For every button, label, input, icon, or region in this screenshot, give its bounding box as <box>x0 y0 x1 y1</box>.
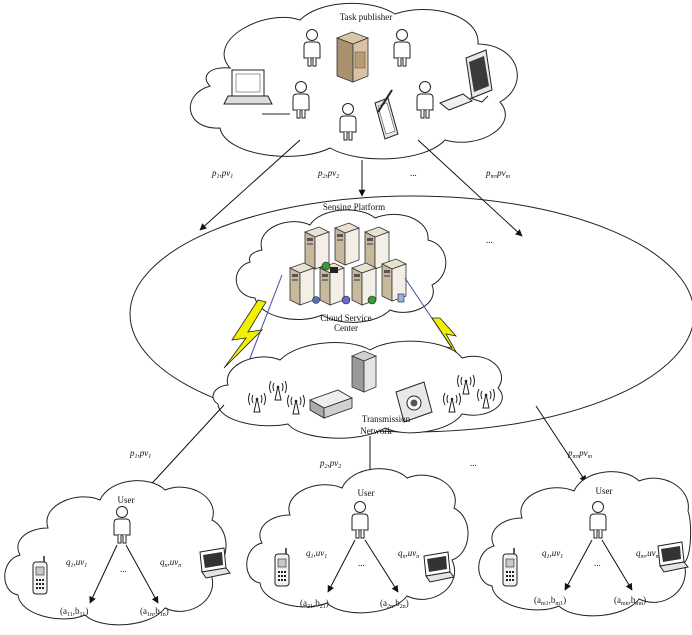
user-label: User <box>118 495 135 505</box>
user-group-2 <box>246 468 469 614</box>
edge-arrow <box>125 544 159 604</box>
edge-label-p2-pv2: p2,pv2 <box>319 458 341 470</box>
edge-label-q-uv: qn,uvn <box>160 557 181 569</box>
phone-icon <box>502 547 518 587</box>
edge-label-q-uv: q1,uv1 <box>306 548 327 560</box>
edge-ellipsis: ... <box>358 558 365 568</box>
edge-arrow <box>564 539 593 591</box>
cloud-service-center-label-line1: Cloud Service <box>320 313 371 323</box>
laptop-icon <box>223 69 290 115</box>
task-publisher-title: Task publisher <box>340 12 393 22</box>
transmission-network-label-line1: Transmission <box>362 414 411 424</box>
edge-label-q-uv: qn,uvn <box>398 548 419 560</box>
edge-ellipsis: ... <box>470 458 477 468</box>
edge-ellipsis: ... <box>410 168 417 178</box>
edge-ellipsis: ... <box>120 564 127 574</box>
user-label: User <box>358 488 375 498</box>
phone-icon <box>274 547 290 587</box>
user-group-1 <box>4 480 227 626</box>
server-icon <box>350 350 378 393</box>
edge-label-p1-pv1: p1,pv1 <box>129 448 151 460</box>
edge-arrow <box>535 405 587 483</box>
camera-icon <box>395 381 433 423</box>
edge-arrow <box>89 544 118 604</box>
edge-arrow <box>327 539 356 593</box>
edge-label-pm-pvm: pm,pvm <box>485 168 511 180</box>
edge-label-pm-pvm: pm,pvm <box>567 448 593 460</box>
edge-label-q-uv: qm,uvn <box>636 548 659 560</box>
user-group-3 <box>478 471 692 617</box>
edge-arrow <box>601 539 633 591</box>
edge-arrow <box>417 139 523 237</box>
edge-label-p2-pv2: p2,pv2 <box>317 168 339 180</box>
transmission-network-label-line2: Network <box>360 426 392 436</box>
server-cluster-icon <box>289 222 407 306</box>
user-label: User <box>596 486 613 496</box>
edge-label-q-uv: q1,uv1 <box>542 548 563 560</box>
edge-label-p1-pv1: p1,pv1 <box>211 168 233 180</box>
switch-icon <box>309 389 353 419</box>
server-icon <box>335 31 370 83</box>
cloud-service-center-label-line2: Center <box>334 323 358 333</box>
platform-ellipsis: ... <box>486 235 493 245</box>
phone-icon <box>32 555 48 595</box>
edge-arrow <box>199 139 301 231</box>
sensing-platform-title: Sensing Platform <box>323 202 385 212</box>
edge-arrow <box>143 404 225 493</box>
edge-label-q-uv: q1,uv1 <box>66 557 87 569</box>
tablet-icon <box>374 89 399 140</box>
edge-arrow <box>364 539 399 593</box>
monitor-icon <box>438 49 493 111</box>
edge-ellipsis: ... <box>594 558 601 568</box>
